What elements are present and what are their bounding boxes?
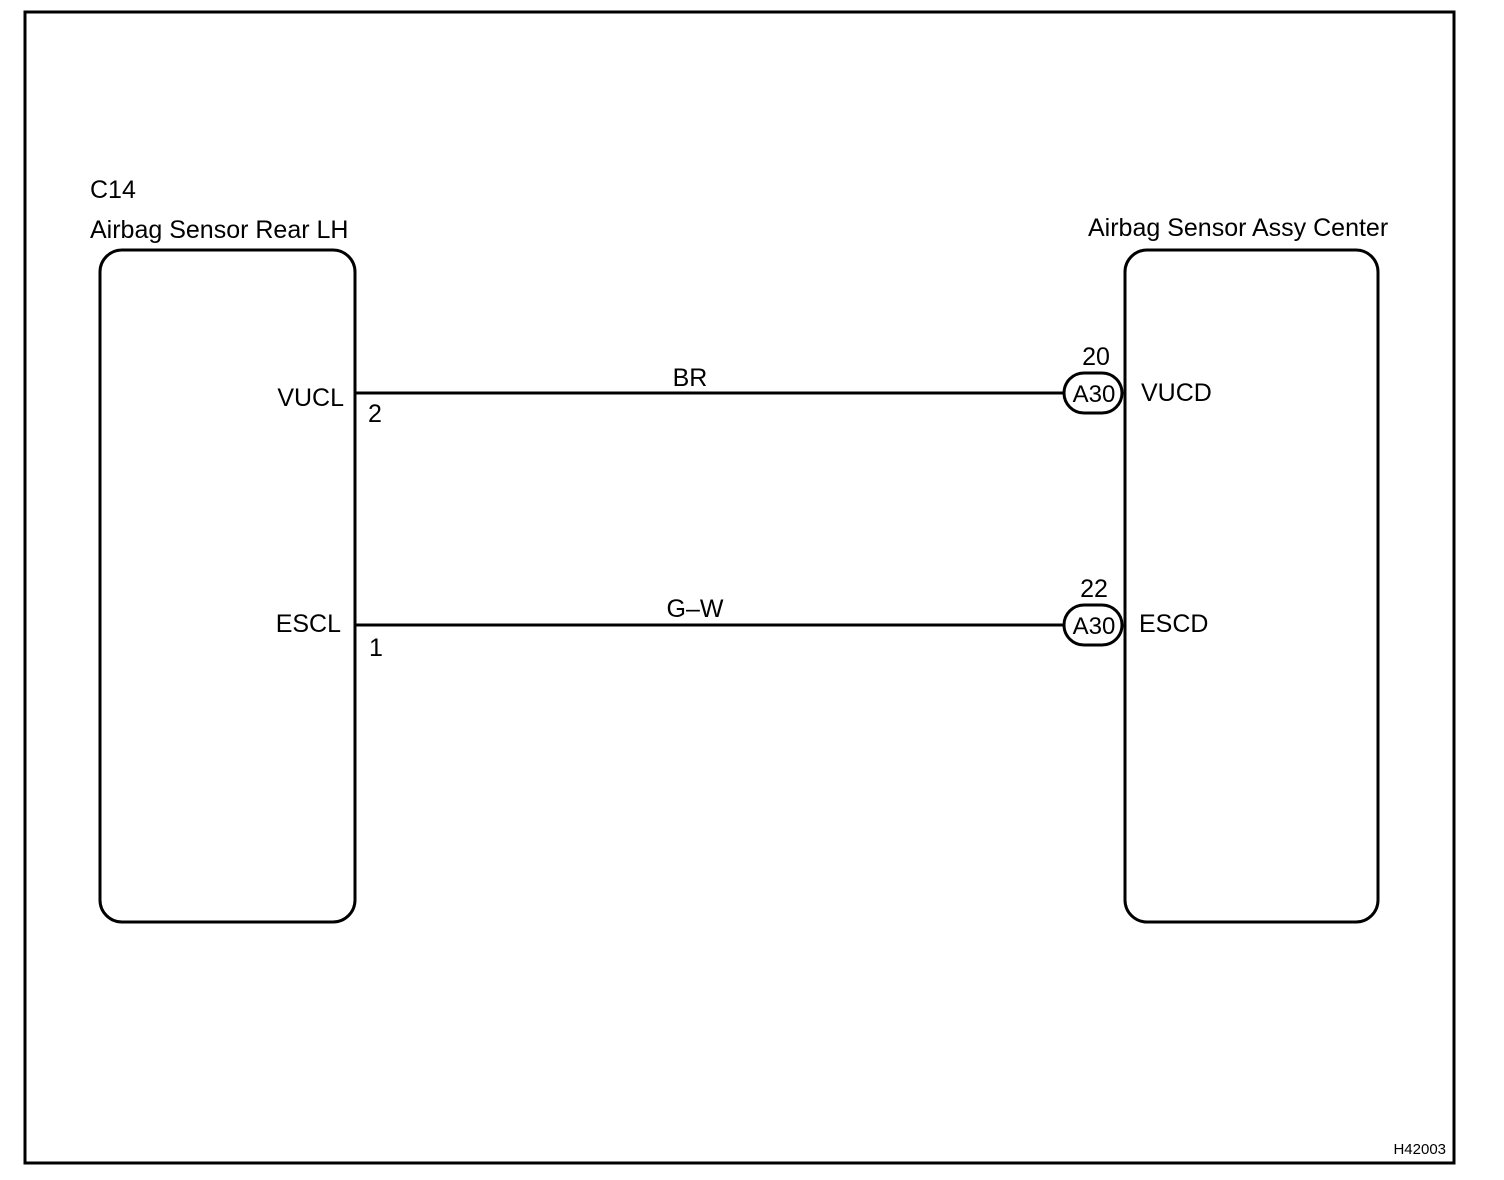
wire-g-w-right-terminal-label: ESCD	[1139, 610, 1208, 638]
wire-br-connector-badge	[1062, 371, 1124, 415]
wire-br-left-pin: 2	[368, 400, 382, 428]
wire-g-w: G–W ESCL 1 A30 22 ESCD	[276, 575, 1209, 662]
left-component-box	[98, 248, 357, 924]
right-component-box	[1123, 248, 1380, 924]
wire-br-left-terminal-label: VUCL	[277, 384, 344, 412]
wire-br-right-terminal-label: VUCD	[1141, 379, 1212, 407]
right-component-name: Airbag Sensor Assy Center	[1088, 214, 1388, 242]
wire-br-color-code: BR	[673, 364, 708, 392]
wire-g-w-left-terminal-label: ESCL	[276, 610, 341, 638]
left-component-code: C14	[90, 176, 136, 204]
figure-id: H42003	[1393, 1141, 1446, 1158]
wire-g-w-connector-label: A30	[1073, 613, 1116, 640]
wire-br-connector-label: A30	[1073, 381, 1116, 408]
wire-g-w-left-pin: 1	[369, 634, 383, 662]
wire-g-w-connector-badge	[1062, 603, 1124, 647]
wire-g-w-right-pin: 22	[1080, 575, 1108, 603]
wire-g-w-color-code: G–W	[667, 595, 724, 623]
diagram-frame	[23, 10, 1456, 1165]
left-component-name: Airbag Sensor Rear LH	[90, 216, 348, 244]
wire-br-right-pin: 20	[1082, 343, 1110, 371]
wire-br: BR VUCL 2 A30 20 VUCD	[277, 343, 1212, 428]
